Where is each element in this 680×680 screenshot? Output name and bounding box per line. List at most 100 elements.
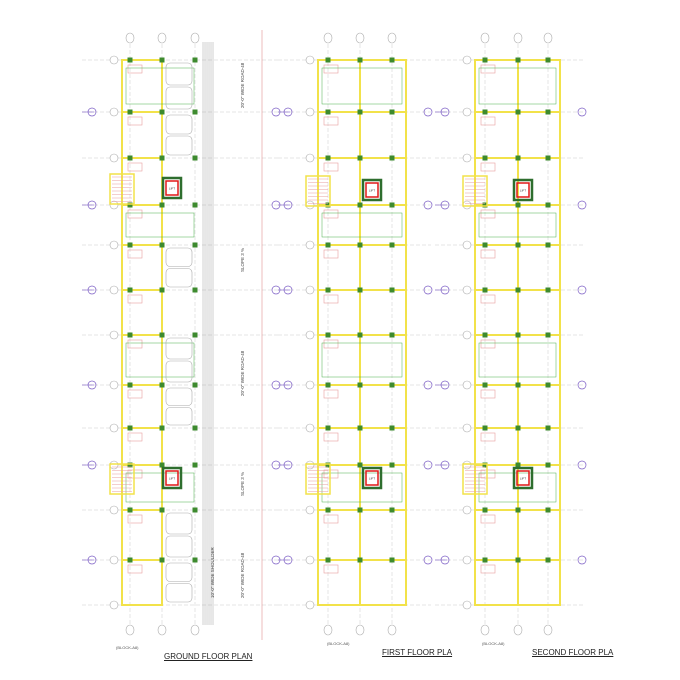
room-wall <box>517 244 561 291</box>
grid-bubble <box>305 200 315 210</box>
fixture-outline <box>127 339 143 349</box>
column <box>357 287 363 293</box>
fixture-outline <box>480 249 496 259</box>
column <box>545 332 551 338</box>
column <box>515 507 521 513</box>
column <box>515 242 521 248</box>
second-block-label: (BLOCK-A8) <box>482 641 505 646</box>
column <box>482 382 488 388</box>
grid-bubble <box>462 107 472 117</box>
stair <box>462 463 488 495</box>
fixture-outline <box>480 432 496 442</box>
grid-bubble <box>462 200 472 210</box>
section-marker-icon <box>283 107 293 117</box>
grid-bubble <box>109 200 119 210</box>
column <box>325 507 331 513</box>
room-wall <box>359 157 407 206</box>
column <box>389 287 395 293</box>
column <box>545 155 551 161</box>
partition-line <box>125 212 195 238</box>
grid-bubble <box>543 624 553 636</box>
second-floor-title: SECOND FLOOR PLA <box>532 648 614 657</box>
room-wall <box>474 111 519 159</box>
column <box>192 462 198 468</box>
grid-bubble <box>109 107 119 117</box>
room-wall <box>474 427 519 466</box>
grid-bubble <box>543 32 553 44</box>
road-label-2: 20'-0" WIDE ROAD-48 <box>240 350 245 396</box>
ground-block-label: (BLOCK-A8) <box>116 645 139 650</box>
grid-bubble <box>323 624 333 636</box>
grid-bubble <box>480 32 490 44</box>
column <box>325 462 331 468</box>
parked-car <box>165 562 193 582</box>
fixture-outline <box>127 162 143 172</box>
column <box>389 202 395 208</box>
stair <box>109 173 135 205</box>
section-marker-icon <box>87 107 97 117</box>
section-marker-icon <box>577 380 587 390</box>
column <box>192 287 198 293</box>
column <box>357 557 363 563</box>
column <box>389 382 395 388</box>
slope-label-2: SLOPE 3 % <box>240 471 245 496</box>
column <box>127 332 133 338</box>
lift-car <box>365 470 379 486</box>
column <box>192 155 198 161</box>
parked-car <box>165 407 193 426</box>
column <box>482 332 488 338</box>
column <box>127 287 133 293</box>
column <box>325 287 331 293</box>
lift-car <box>165 180 179 196</box>
room-wall <box>359 244 407 291</box>
room-wall <box>359 509 407 561</box>
grid-bubble <box>305 380 315 390</box>
room-wall <box>474 204 519 246</box>
partition-line <box>125 67 195 105</box>
column <box>159 109 165 115</box>
grid-bubble <box>157 32 167 44</box>
column <box>482 462 488 468</box>
parked-car <box>165 583 193 603</box>
room-wall <box>474 289 519 336</box>
first-floor-title: FIRST FLOOR PLA <box>382 648 453 657</box>
fixture-outline <box>480 209 496 219</box>
column <box>127 462 133 468</box>
grid-bubble <box>462 55 472 65</box>
fixture-outline <box>127 64 143 74</box>
section-marker-icon <box>87 200 97 210</box>
stair <box>305 463 331 495</box>
parked-car <box>165 62 193 86</box>
partition-line <box>321 67 403 105</box>
fixture-outline <box>323 389 339 399</box>
column <box>159 332 165 338</box>
grid-bubble <box>462 423 472 433</box>
column <box>545 202 551 208</box>
column <box>159 287 165 293</box>
grid-bubble <box>480 624 490 636</box>
grid-bubble <box>305 55 315 65</box>
column <box>325 202 331 208</box>
column <box>515 425 521 431</box>
grid-bubble <box>305 460 315 470</box>
grid-bubble <box>513 32 523 44</box>
grid-bubble <box>109 555 119 565</box>
column <box>192 382 198 388</box>
column <box>515 155 521 161</box>
fixture-outline <box>323 249 339 259</box>
fixture-outline <box>323 64 339 74</box>
fixture-outline <box>323 116 339 126</box>
fixture-outline <box>127 432 143 442</box>
column <box>482 155 488 161</box>
room-wall <box>474 384 519 429</box>
room-wall <box>474 509 519 561</box>
column <box>515 382 521 388</box>
grid-bubble <box>109 240 119 250</box>
section-marker-icon <box>440 285 450 295</box>
fixture-outline <box>323 294 339 304</box>
grid-bubble <box>190 624 200 636</box>
ground-floor-title: GROUND FLOOR PLAN <box>164 652 253 661</box>
grid-bubble <box>462 600 472 610</box>
grid-bubble <box>109 330 119 340</box>
column <box>482 557 488 563</box>
